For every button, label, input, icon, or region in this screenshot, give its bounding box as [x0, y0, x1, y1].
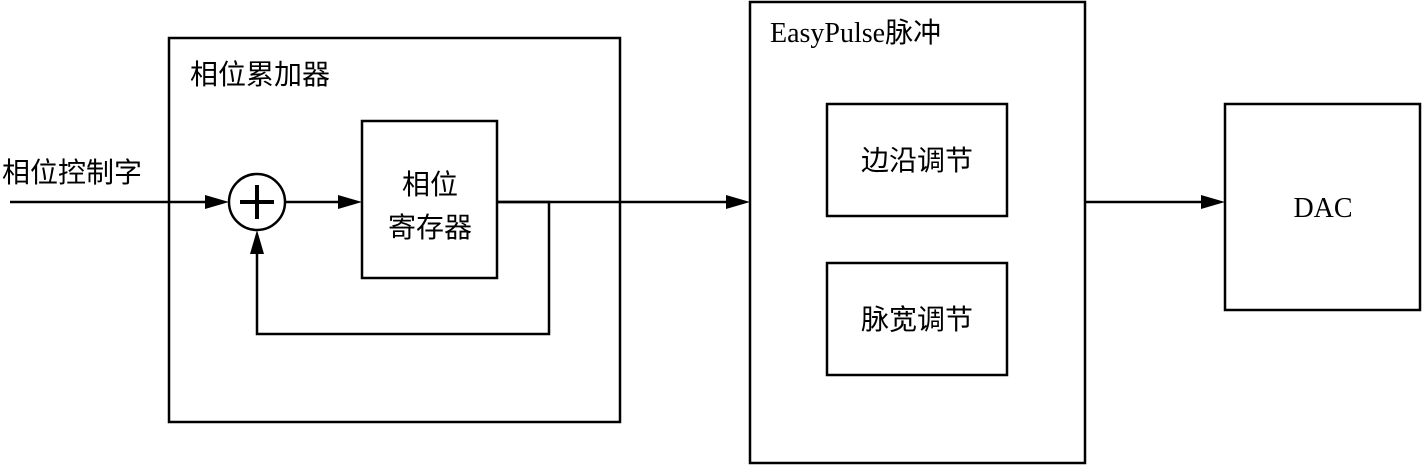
edge-adjust-box — [825, 102, 1009, 218]
pulse-width-adjust-label: 脉宽调节 — [861, 303, 973, 336]
phase-control-word-label: 相位控制字 — [2, 156, 142, 189]
easypulse-title: EasyPulse脉冲 — [770, 17, 941, 49]
phase-accumulator-box — [167, 36, 622, 424]
phase-register-label-line1: 相位 — [402, 168, 458, 201]
adder-symbol — [227, 172, 287, 232]
pulse-width-adjust-box — [825, 261, 1009, 377]
accumulator-to-easypulse-arrowhead — [726, 195, 750, 209]
phase-register-box — [360, 119, 499, 280]
dac-label: DAC — [1293, 193, 1352, 224]
phase-register-label-line2: 寄存器 — [388, 211, 472, 244]
easypulse-to-dac-arrowhead — [1201, 195, 1225, 209]
phase-accumulator-title: 相位累加器 — [190, 58, 330, 91]
adder-to-register-arrowhead — [338, 195, 362, 209]
dac-box — [1223, 102, 1422, 312]
edge-adjust-label: 边沿调节 — [861, 144, 973, 177]
feedback-arrowhead — [250, 230, 264, 254]
easypulse-box — [748, 0, 1087, 465]
input-arrowhead — [205, 195, 229, 209]
